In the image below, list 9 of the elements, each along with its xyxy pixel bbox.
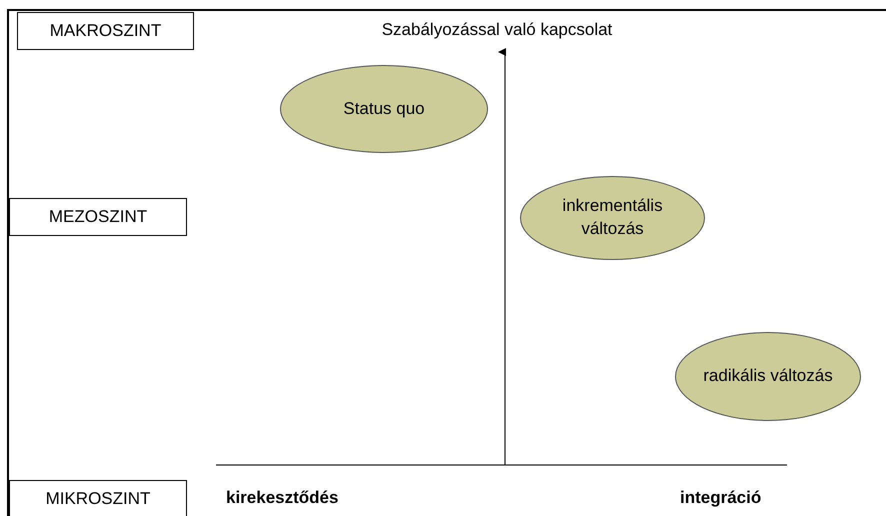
axis-label: integráció	[680, 488, 762, 508]
ellipse: Status quo	[280, 65, 488, 153]
axis-title: Szabályozással való kapcsolat	[382, 20, 612, 40]
ellipse: radikális változás	[675, 332, 861, 421]
level-box: MEZOSZINT	[9, 198, 187, 236]
level-box: MIKROSZINT	[9, 480, 187, 516]
axis-label: kirekesztődés	[226, 488, 338, 508]
ellipse: inkrementális változás	[520, 176, 705, 260]
level-box: MAKROSZINT	[17, 12, 194, 50]
